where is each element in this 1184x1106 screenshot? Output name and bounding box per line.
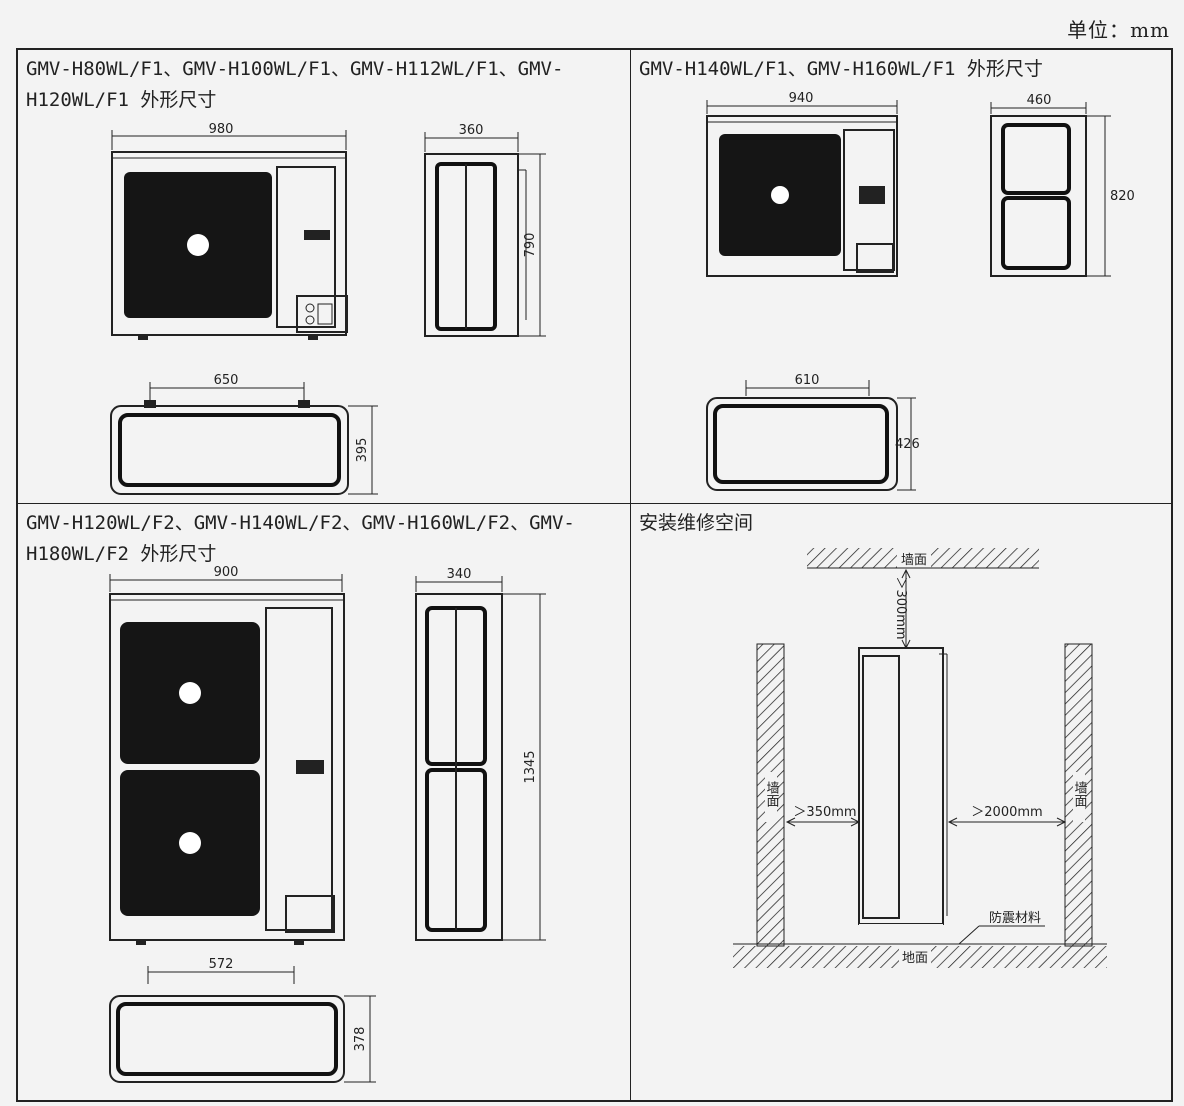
dim-depth: 426 (895, 437, 920, 452)
dim-height: 790 (523, 233, 538, 258)
panel-title: GMV-H80WL/F1、GMV-H100WL/F1、GMV-H112WL/F1… (26, 58, 564, 111)
panel-title: 安装维修空间 (639, 512, 754, 534)
panel-title: GMV-H120WL/F2、GMV-H140WL/F2、GMV-H160WL/F… (26, 512, 575, 565)
panel-f1-small: GMV-H80WL/F1、GMV-H100WL/F1、GMV-H112WL/F1… (18, 50, 631, 504)
side-view: 460 820 (990, 93, 1135, 277)
dim-mount-span: 650 (214, 373, 239, 388)
fan-hub (187, 234, 209, 256)
install-space-drawing: 墙面 ＞300mm 墙面 墙面 ＞350mm (733, 548, 1107, 968)
dim-front-width: 940 (789, 91, 814, 106)
right-wall-label: 墙面 (1072, 781, 1088, 807)
side-view: 360 790 (424, 123, 546, 337)
f1-small-drawings: 980 360 (110, 122, 546, 495)
panel-f2: GMV-H120WL/F2、GMV-H140WL/F2、GMV-H160WL/F… (18, 504, 631, 1100)
panel-f1-large: GMV-H140WL/F1、GMV-H160WL/F1 外形尺寸 940 460 (631, 50, 1171, 504)
dim-mount-span: 610 (795, 373, 820, 388)
top-clearance-label: ＞300mm (893, 576, 908, 639)
dim-side-width: 360 (459, 123, 484, 138)
front-view: 980 (111, 122, 348, 340)
right-clearance-label: ＞2000mm (971, 805, 1042, 820)
dim-side-width: 460 (1027, 93, 1052, 108)
anti-vibration-label: 防震材料 (989, 910, 1041, 926)
lower-fan-hub (179, 832, 201, 854)
dimension-grid: GMV-H80WL/F1、GMV-H100WL/F1、GMV-H112WL/F1… (16, 48, 1173, 1102)
left-clearance-label: ＞350mm (793, 805, 856, 820)
top-wall-label: 墙面 (901, 553, 927, 568)
dim-height: 1345 (523, 750, 538, 783)
f2-drawings: 900 340 (109, 565, 546, 1083)
dim-depth: 395 (355, 438, 370, 463)
bottom-view: 650 395 (110, 373, 378, 495)
left-wall-label: 墙面 (764, 781, 780, 807)
dim-height: 820 (1110, 189, 1135, 204)
panel-title: GMV-H140WL/F1、GMV-H160WL/F1 外形尺寸 (639, 58, 1043, 80)
dim-front-width: 900 (214, 565, 239, 580)
front-view: 940 (706, 91, 898, 277)
dim-mount-span: 572 (209, 957, 234, 972)
dim-front-width: 980 (209, 122, 234, 137)
front-view: 900 (109, 565, 345, 945)
upper-fan-hub (179, 682, 201, 704)
f1-large-drawings: 940 460 820 (706, 91, 1135, 491)
unit-label: 单位：mm (1067, 18, 1170, 42)
bottom-view: 610 426 (706, 373, 920, 491)
panel-install-space: 安装维修空间 墙面 ＞300mm 墙面 墙面 (631, 504, 1171, 1100)
dim-depth: 378 (353, 1027, 368, 1052)
dim-side-width: 340 (447, 567, 472, 582)
side-view: 340 1345 (415, 567, 546, 941)
bottom-view: 572 378 (109, 957, 376, 1083)
outdoor-unit (858, 647, 948, 925)
fan-hub (771, 186, 789, 204)
floor-label: 地面 (902, 951, 928, 966)
